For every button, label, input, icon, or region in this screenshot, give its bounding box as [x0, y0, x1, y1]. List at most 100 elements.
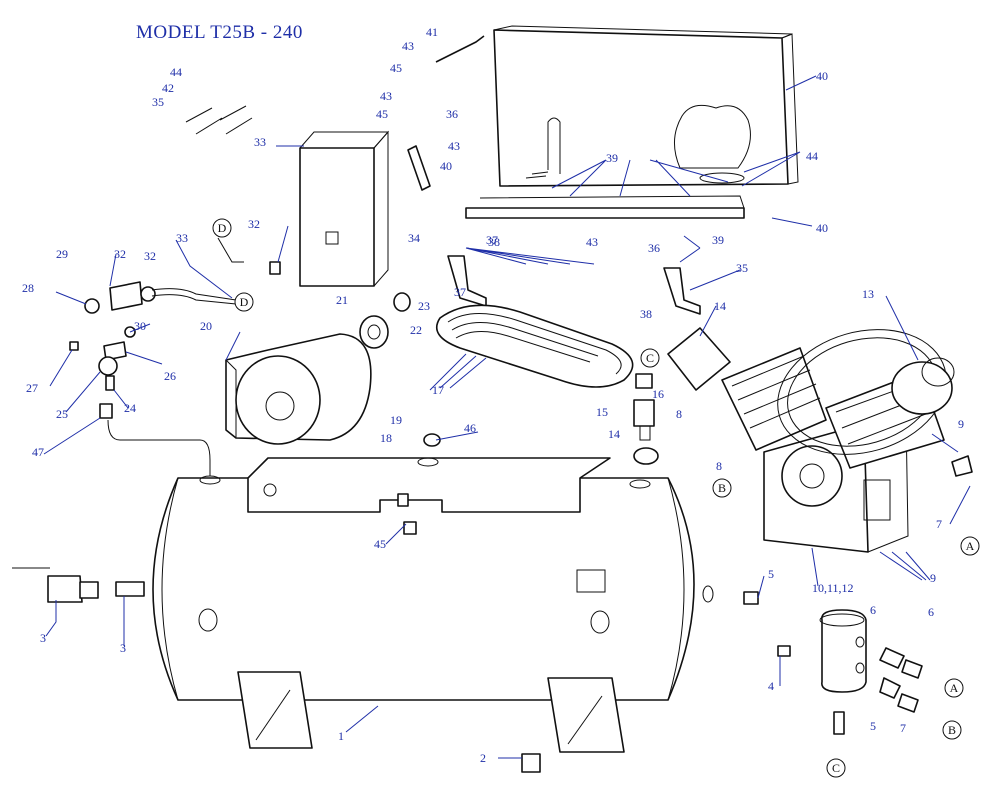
part-callout: 32 [144, 249, 156, 263]
connector-letter: D [240, 295, 249, 309]
part-callout: 9 [958, 417, 964, 431]
part-callout: 26 [164, 369, 176, 383]
part-callout: 39 [606, 151, 618, 165]
part-callout: 27 [26, 381, 38, 395]
part-callout: 32 [114, 247, 126, 261]
part-callout: 43 [402, 39, 414, 53]
air-tank [152, 457, 714, 753]
connector-circle [212, 218, 232, 238]
part-callout: 25 [56, 407, 68, 421]
connector-marker: A [960, 536, 980, 556]
part-callout: 42 [162, 81, 174, 95]
part-callout: 44 [170, 65, 182, 79]
part-callout: 40 [816, 69, 828, 83]
hardware-kit [185, 35, 485, 191]
part-callout: 8 [676, 407, 682, 421]
part-callout: 22 [410, 323, 422, 337]
part-callout: 48 [0, 0, 12, 3]
part-callout: 43 [448, 139, 460, 153]
part-callout: 7 [936, 517, 942, 531]
part-callout: 5 [870, 719, 876, 733]
connector-letter: D [218, 221, 227, 235]
part-callout: 19 [390, 413, 402, 427]
part-callout: 21 [336, 293, 348, 307]
tank-fittings [12, 433, 759, 773]
part-callout: 37 [486, 233, 498, 247]
part-callout: 45 [390, 61, 402, 75]
connector-circle [712, 478, 732, 498]
part-callout: 6 [870, 603, 876, 617]
connector-circle [640, 348, 660, 368]
part-callout: 43 [380, 89, 392, 103]
part-callout: 38 [488, 235, 500, 249]
connector-circle [944, 678, 964, 698]
part-callout: 5 [768, 567, 774, 581]
part-callout: 3 [120, 641, 126, 655]
part-callout: 4 [768, 679, 774, 693]
part-callout: 44 [806, 149, 818, 163]
part-callout: 20 [200, 319, 212, 333]
pressure-switch-assembly [69, 237, 281, 476]
part-callout: 32 [248, 217, 260, 231]
part-callout: 17 [432, 383, 444, 397]
connector-marker: B [942, 720, 962, 740]
electrical-box [299, 130, 390, 287]
connector-letter: A [950, 681, 959, 695]
connector-letter: C [646, 351, 654, 365]
connector-letter: C [832, 761, 840, 775]
part-callout: 8 [716, 459, 722, 473]
connector-circle [960, 536, 980, 556]
connector-marker: A [944, 678, 964, 698]
connector-letter: B [948, 723, 956, 737]
part-callout: 34 [408, 231, 420, 245]
part-callout: 38 [640, 307, 652, 321]
part-callout: 40 [816, 221, 828, 235]
part-callout: 35 [736, 261, 748, 275]
part-callout: 41 [426, 25, 438, 39]
connector-marker: D [234, 292, 254, 312]
part-callout: 36 [648, 241, 660, 255]
connector-circle [234, 292, 254, 312]
part-callout: 1 [338, 729, 344, 743]
connector-circle [942, 720, 962, 740]
part-callout: 28 [22, 281, 34, 295]
part-callout: 6 [928, 605, 934, 619]
compressor-pump [667, 327, 973, 553]
connector-marker: B [712, 478, 732, 498]
guard-bracket [447, 195, 745, 315]
connector-markers: D D C C B B A A [212, 218, 980, 778]
belt-guard [493, 25, 799, 187]
part-callout: 18 [380, 431, 392, 445]
part-callout: 37 [454, 285, 466, 299]
part-callout: 29 [56, 247, 68, 261]
part-callout: 47 [32, 445, 44, 459]
aftercooler-tank [777, 609, 923, 735]
connector-letter: A [966, 539, 975, 553]
v-belts [435, 304, 634, 388]
part-callout: 43 [586, 235, 598, 249]
part-callout: 30 [134, 319, 146, 333]
connector-marker: C [640, 348, 660, 368]
part-callout: 14 [608, 427, 620, 441]
part-callout: 46 [464, 421, 476, 435]
part-callout: 16 [652, 387, 664, 401]
part-callout: 45 [376, 107, 388, 121]
part-callout: 13 [862, 287, 874, 301]
leader-lines [43, 75, 971, 759]
part-callout: 14 [714, 299, 726, 313]
part-callout: 3 [40, 631, 46, 645]
part-callout: 36 [446, 107, 458, 121]
connector-marker: C [826, 758, 846, 778]
part-callout: 23 [418, 299, 430, 313]
motor [225, 292, 411, 445]
part-callout: 2 [480, 751, 486, 765]
part-callout: 33 [254, 135, 266, 149]
part-callout: 33 [176, 231, 188, 245]
part-callout: 15 [596, 405, 608, 419]
part-callout: 10,11,12 [812, 581, 854, 595]
connector-letter: B [718, 481, 726, 495]
part-callout: 24 [124, 401, 136, 415]
